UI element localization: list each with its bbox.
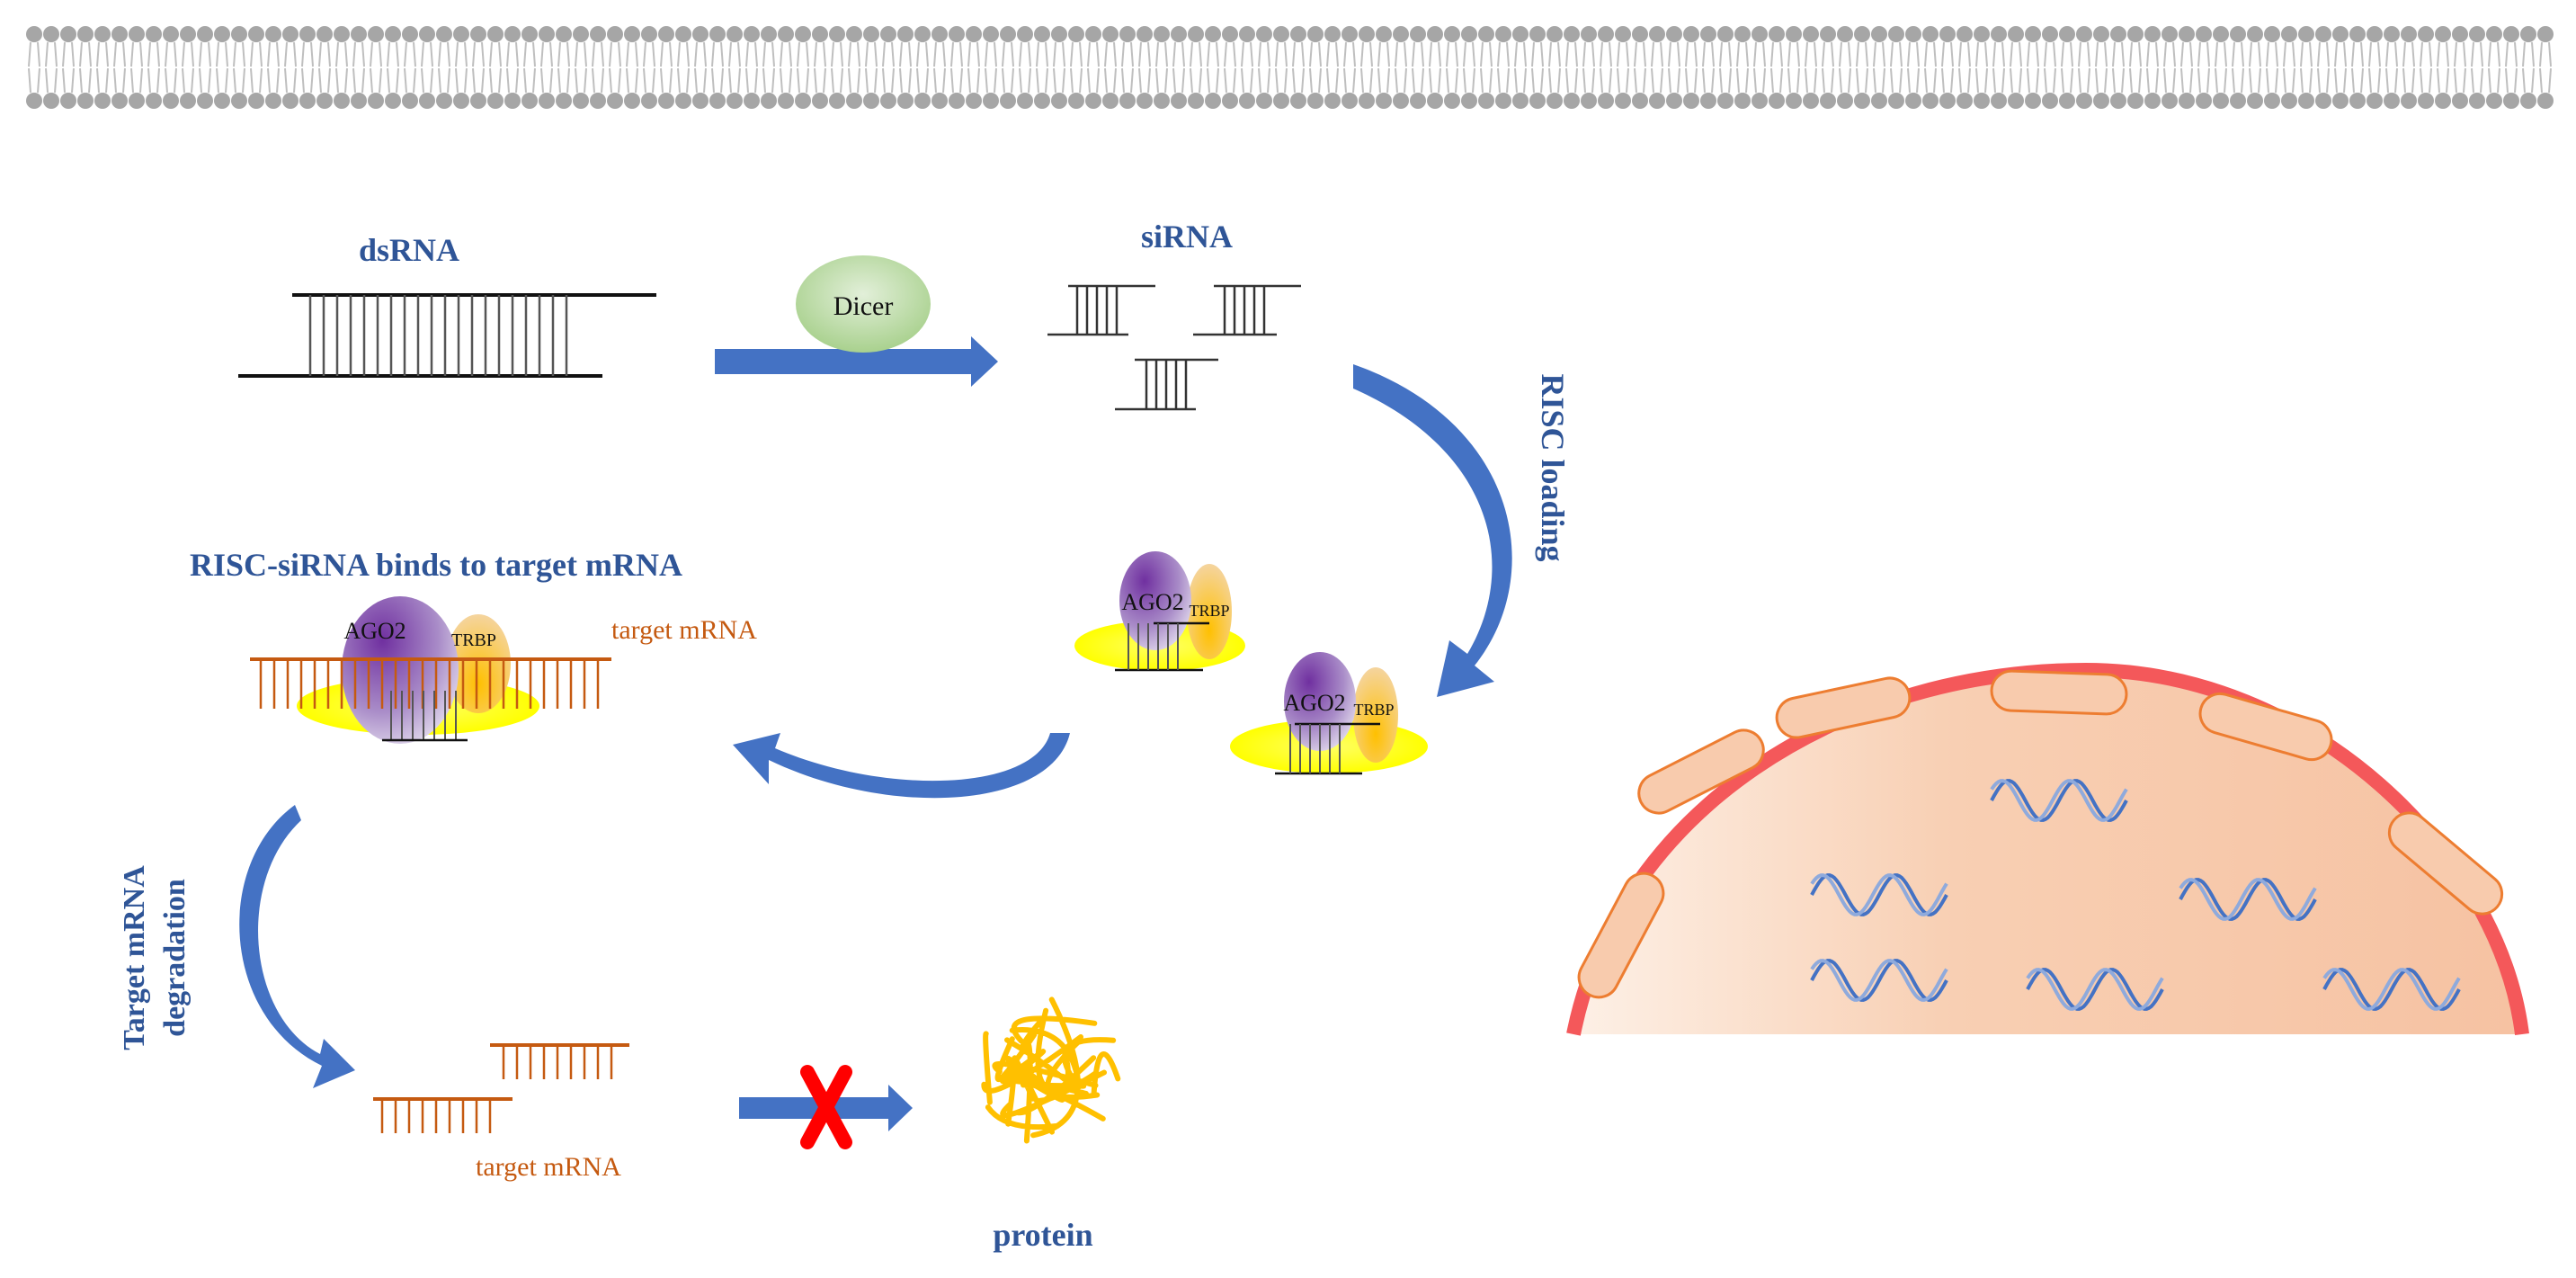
protein-label: protein [993,1217,1092,1253]
trbp-label-risc1: TRBP [1189,602,1229,620]
protein-tangle [981,996,1121,1144]
risc-loading-label: RISC loading [1535,373,1571,561]
dicer-cleavage-arrow [715,336,998,387]
cell-section [1566,662,2529,1036]
dsrna-label: dsRNA [359,232,459,268]
risc-loading-arrow [1353,364,1512,697]
ago2-label-bound: AGO2 [343,618,406,644]
binding-arrow [733,733,1070,799]
target-mrna-label-top: target mRNA [611,615,757,645]
dsrna-duplex [238,293,656,378]
blocked-cross-icon [800,1065,852,1149]
sirna-label: siRNA [1141,219,1233,255]
risc-binds-title: RISC-siRNA binds to target mRNA [190,547,682,583]
risc-complex-2 [1230,652,1428,775]
target-mrna-label-bottom: target mRNA [476,1152,621,1182]
ago2-label-risc2: AGO2 [1283,690,1345,716]
risc-complex-1 [1074,551,1245,672]
lipid-bilayer-membrane [26,26,2554,109]
dicer-enzyme [796,255,931,353]
degradation-label-line1: Target mRNA [118,865,151,1050]
sirna-fragments [1047,284,1301,411]
trbp-label-risc2: TRBP [1353,701,1394,719]
ago2-label-risc1: AGO2 [1121,589,1183,615]
degraded-mrna-fragments [373,1043,629,1133]
trbp-label-bound: TRBP [451,630,496,650]
risc-bound-complex [250,596,611,744]
dicer-label: Dicer [833,291,894,321]
degradation-arrow [239,805,355,1088]
degradation-label-line2: degradation [158,879,192,1037]
